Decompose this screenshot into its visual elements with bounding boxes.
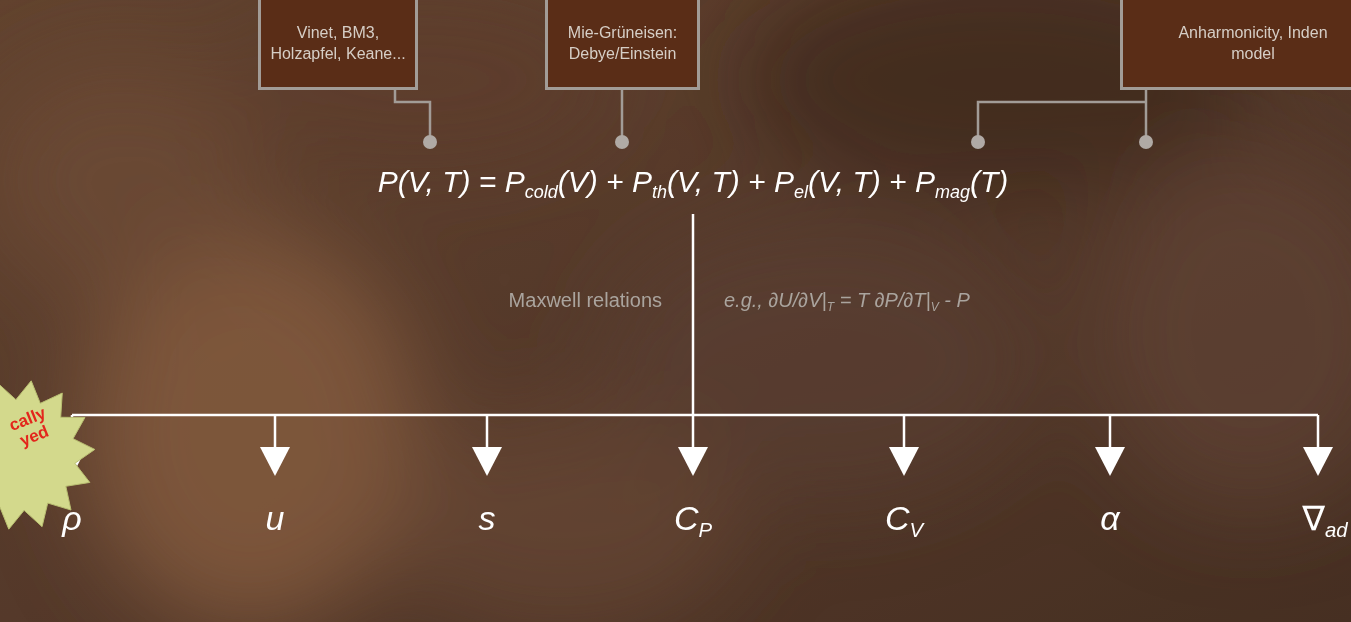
text-run: s xyxy=(479,499,496,537)
tree-branch xyxy=(486,415,489,450)
equation: P(V, T) = Pcold(V) + Pth(V, T) + Pel(V, … xyxy=(378,164,1009,200)
text-run: ρ xyxy=(62,499,81,537)
model-box: Vinet, BM3, Holzapfel, Keane... xyxy=(258,0,418,90)
text-run: (V, T) + xyxy=(808,165,915,198)
tree-branch xyxy=(1109,415,1112,450)
leader-dot xyxy=(423,135,437,149)
starburst-shape xyxy=(0,378,102,532)
tree-branch xyxy=(692,415,695,450)
arrow-head xyxy=(1303,447,1333,476)
text-run: | xyxy=(822,289,827,311)
quantity-symbol: s xyxy=(479,498,496,539)
relation-note: Maxwell relations xyxy=(509,288,662,312)
subscript: V xyxy=(931,300,939,314)
subscript: T xyxy=(827,300,834,314)
text-run: - P xyxy=(939,289,970,311)
starburst-callout: cally yed xyxy=(0,378,102,532)
subscript: ad xyxy=(1325,519,1348,541)
text-run: (V) + xyxy=(558,165,632,198)
leader-dot xyxy=(971,135,985,149)
text-run: α xyxy=(1100,499,1119,537)
text-run: u xyxy=(266,499,285,537)
arrow-head xyxy=(1095,447,1125,476)
box-text: Vinet, BM3, Holzapfel, Keane... xyxy=(267,23,409,65)
quantity-symbol: ρ xyxy=(62,498,81,539)
box-text: Mie-Grüneisen: Debye/Einstein xyxy=(554,23,691,65)
text-run: P xyxy=(505,165,525,198)
leader-dot xyxy=(1139,135,1153,149)
model-box: Anharmonicity, Inden model xyxy=(1120,0,1351,90)
subscript: mag xyxy=(935,182,970,202)
model-box: Mie-Grüneisen: Debye/Einstein xyxy=(545,0,700,90)
text-run: (T) xyxy=(970,165,1008,198)
text-run: = T ∂P/∂T xyxy=(834,289,925,311)
quantity-symbol: α xyxy=(1100,498,1119,539)
leader-line xyxy=(395,90,430,142)
leader-line xyxy=(978,102,1146,142)
text-run: P xyxy=(632,165,652,198)
leader-dot xyxy=(615,135,629,149)
text-run: e.g., ∂U/∂V xyxy=(724,289,822,311)
text-run: P xyxy=(915,165,935,198)
text-run: Maxwell relations xyxy=(509,289,662,311)
text-run: (V, T) + xyxy=(667,165,774,198)
relation-example: e.g., ∂U/∂V|T = T ∂P/∂T|V - P xyxy=(724,288,970,312)
tree-bar xyxy=(72,414,1318,417)
tree-branch xyxy=(903,415,906,450)
subscript: th xyxy=(652,182,667,202)
leader-line xyxy=(621,90,624,142)
text-run: P(V, T) = xyxy=(378,165,505,198)
quantity-symbol: ∇ad xyxy=(1302,498,1347,539)
text-run: | xyxy=(926,289,931,311)
tree-stem xyxy=(692,214,695,415)
text-run: C xyxy=(674,499,699,537)
arrow-head xyxy=(260,447,290,476)
subscript: V xyxy=(909,519,923,541)
quantity-symbol: CV xyxy=(885,498,923,539)
subscript: cold xyxy=(525,182,558,202)
text-run: ∇ xyxy=(1302,499,1325,537)
arrow-head xyxy=(889,447,919,476)
quantity-symbol: u xyxy=(266,498,285,539)
leader-line xyxy=(1145,90,1148,142)
subscript: el xyxy=(794,182,808,202)
arrow-head xyxy=(678,447,708,476)
text-run: C xyxy=(885,499,910,537)
box-text: Anharmonicity, Inden model xyxy=(1178,23,1328,65)
text-run: P xyxy=(774,165,794,198)
tree-branch xyxy=(1317,415,1320,450)
tree-branch xyxy=(274,415,277,450)
subscript: P xyxy=(698,519,712,541)
quantity-symbol: CP xyxy=(674,498,712,539)
arrow-head xyxy=(472,447,502,476)
